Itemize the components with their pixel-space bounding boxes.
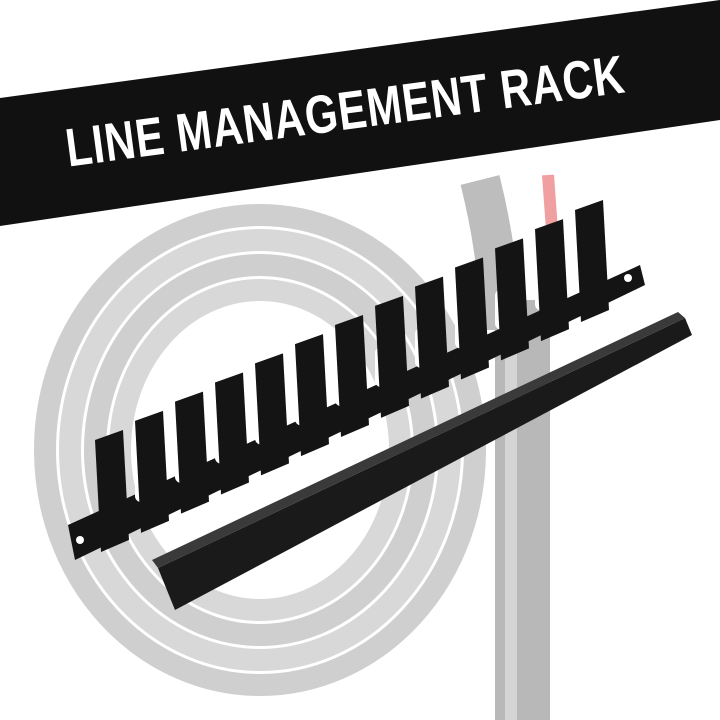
rack-finger — [415, 276, 449, 399]
rack-cover — [158, 318, 692, 610]
rack-finger — [175, 391, 209, 514]
rack-finger — [95, 430, 129, 552]
red-wire — [542, 174, 558, 231]
cable-management-rack — [68, 200, 645, 560]
rack-finger — [335, 315, 369, 437]
rack-finger — [135, 410, 169, 533]
rack-finger — [495, 238, 529, 361]
banner-background — [0, 0, 720, 226]
pole — [495, 300, 550, 720]
rack-finger — [215, 372, 249, 495]
rack-finger — [455, 257, 489, 380]
rack-slot — [615, 232, 627, 272]
rack-finger — [255, 353, 289, 476]
rack-finger — [575, 200, 609, 322]
rack-finger — [295, 334, 329, 457]
mount-hole — [76, 536, 84, 544]
mount-hole — [624, 274, 632, 282]
rack-finger — [375, 295, 409, 418]
rack-finger — [535, 219, 569, 342]
